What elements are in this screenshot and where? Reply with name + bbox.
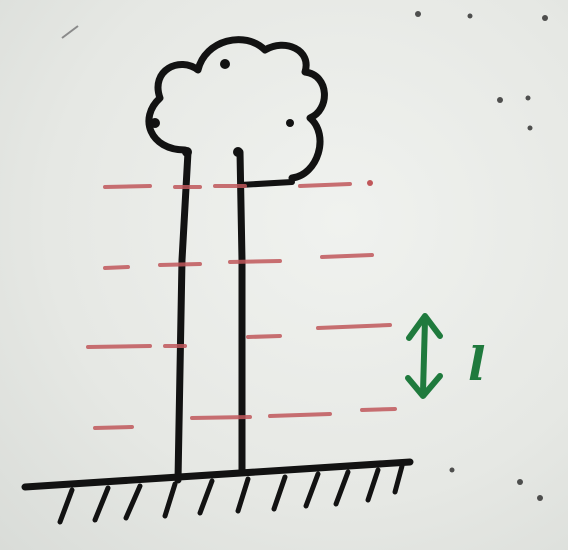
trunk-left-line (174, 148, 192, 484)
level-marks (86, 180, 397, 430)
canopy-base-line (237, 179, 295, 188)
canopy-dot (220, 59, 230, 69)
canopy-dot (150, 118, 160, 128)
trunk-right-line (236, 148, 246, 474)
paper-specks (61, 11, 548, 501)
ground-hatch-icon (21, 458, 414, 525)
tree-canopy-icon (145, 36, 328, 182)
length-label: l (468, 337, 485, 391)
double-arrow-icon (405, 313, 443, 399)
canopy-dot (286, 119, 294, 127)
